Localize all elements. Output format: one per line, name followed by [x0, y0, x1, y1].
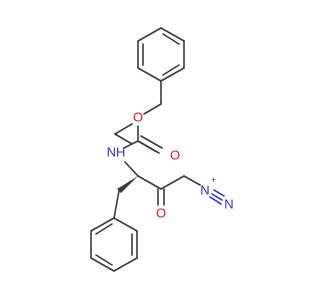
- molecule-structure: O O NH O N + N: [90, 27, 234, 272]
- ch-n-bond: [183, 175, 201, 186]
- nn-triple-1: [211, 193, 223, 201]
- nn-triple-3: [213, 189, 225, 197]
- nn-triple-2: [209, 196, 222, 205]
- diazo-plus-charge: +: [211, 175, 216, 185]
- ketone-ch2-bond: [160, 175, 185, 190]
- bottom-phenyl-ring: [90, 217, 138, 272]
- diazo-nitrogen-minus: N: [224, 196, 233, 211]
- diazo-nitrogen-plus: N: [200, 182, 209, 197]
- benzyl-ch2-bond: [113, 190, 120, 219]
- c-nh-bond: [123, 140, 139, 149]
- calpha-ketone-bond: [137, 175, 162, 190]
- ch2-o-bond: [143, 103, 162, 115]
- o-carbonyl-bond: [114, 123, 133, 135]
- stereo-wedge: [117, 176, 138, 193]
- nh-calpha-bond: [124, 161, 139, 177]
- amide-nitrogen: NH: [107, 144, 126, 159]
- ester-oxygen: O: [133, 109, 143, 124]
- ketone-oxygen: O: [156, 205, 166, 220]
- carbamate-co-bond-2: [114, 133, 133, 145]
- top-phenyl-ring: [137, 27, 185, 82]
- carbamate-carbonyl-oxygen: O: [170, 147, 180, 162]
- c-to-carbonyl-o-1: [137, 140, 160, 154]
- c-to-carbonyl-o-2: [140, 135, 163, 149]
